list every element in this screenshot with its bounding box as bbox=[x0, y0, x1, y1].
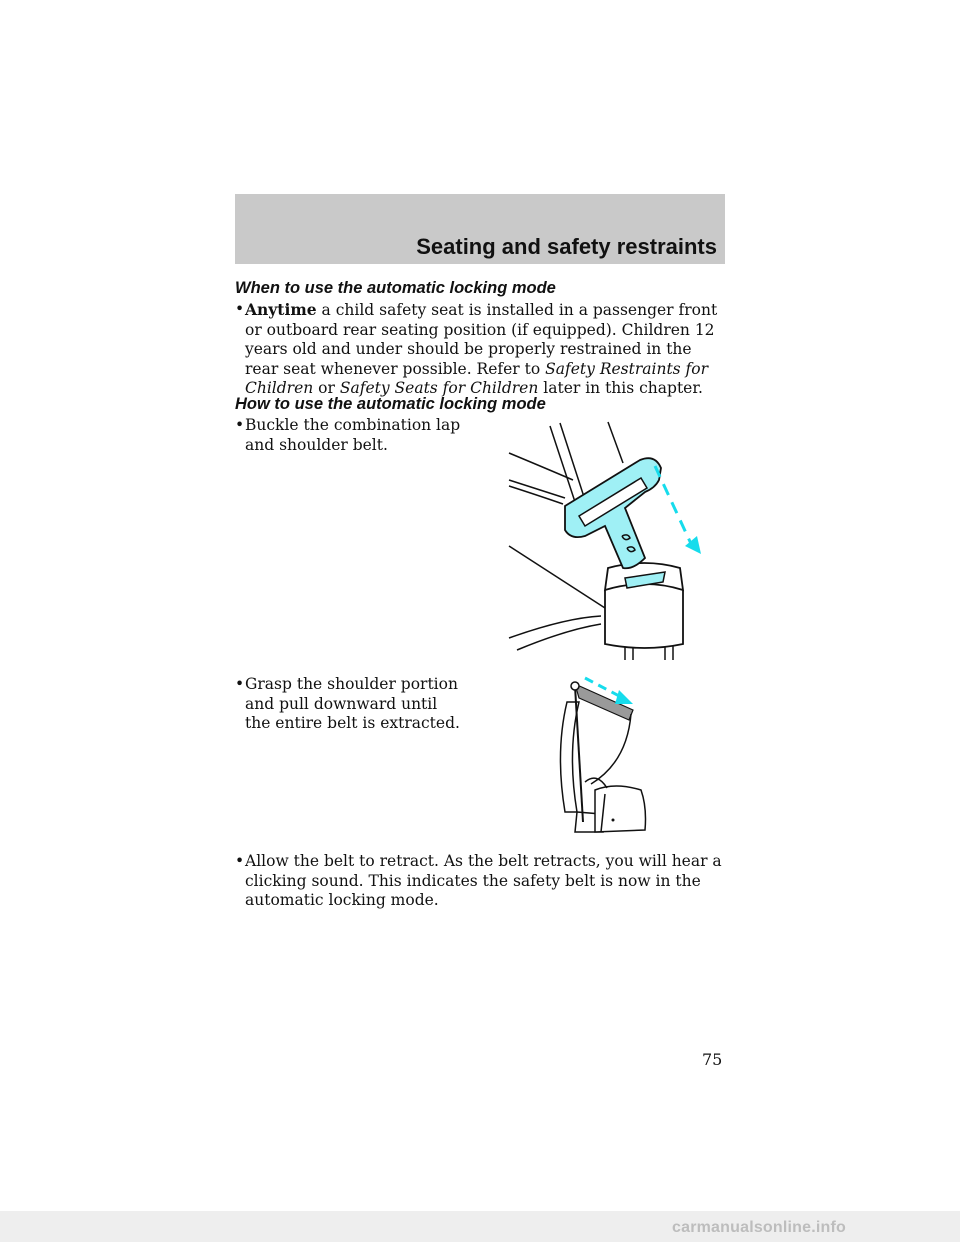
section-heading-how: How to use the automatic locking mode bbox=[235, 395, 546, 413]
section-heading-when: When to use the automatic locking mode bbox=[235, 279, 556, 297]
header-band: Seating and safety restraints bbox=[235, 194, 725, 264]
bullet-symbol: • bbox=[235, 675, 245, 693]
bullet-lead-term: Anytime bbox=[245, 300, 317, 319]
footer-watermark: carmanualsonline.info bbox=[0, 1211, 960, 1242]
seat-belt-extract-illustration bbox=[559, 676, 647, 833]
step-extract: • Grasp the shoulder portion and pull do… bbox=[235, 675, 467, 734]
step-text: Grasp the shoulder portion and pull down… bbox=[245, 675, 460, 732]
step-retract: • Allow the belt to retract. As the belt… bbox=[235, 852, 725, 911]
cross-reference-restraints: Safety Restraints for Children bbox=[245, 359, 709, 398]
watermark-text: carmanualsonline.info bbox=[672, 1219, 847, 1236]
chapter-title: Seating and safety restraints bbox=[416, 234, 717, 259]
bullet-text: a child safety seat is installed in a pa… bbox=[245, 301, 718, 378]
cross-reference-seats: Safety Seats for Children bbox=[339, 379, 539, 397]
page-number: 75 bbox=[702, 1050, 723, 1069]
bullet-anytime: • Anytime a child safety seat is install… bbox=[235, 300, 725, 399]
bullet-symbol: • bbox=[235, 300, 245, 318]
bullet-text-end: later in this chapter. bbox=[538, 379, 703, 397]
step-text: Allow the belt to retract. As the belt r… bbox=[245, 852, 722, 909]
bullet-symbol: • bbox=[235, 852, 245, 870]
bullet-symbol: • bbox=[235, 416, 245, 434]
step-text: Buckle the combination lap and shoulder … bbox=[245, 416, 461, 454]
buckle-illustration bbox=[508, 421, 701, 660]
bullet-text-or: or bbox=[313, 379, 340, 397]
step-buckle: • Buckle the combination lap and shoulde… bbox=[235, 416, 467, 455]
